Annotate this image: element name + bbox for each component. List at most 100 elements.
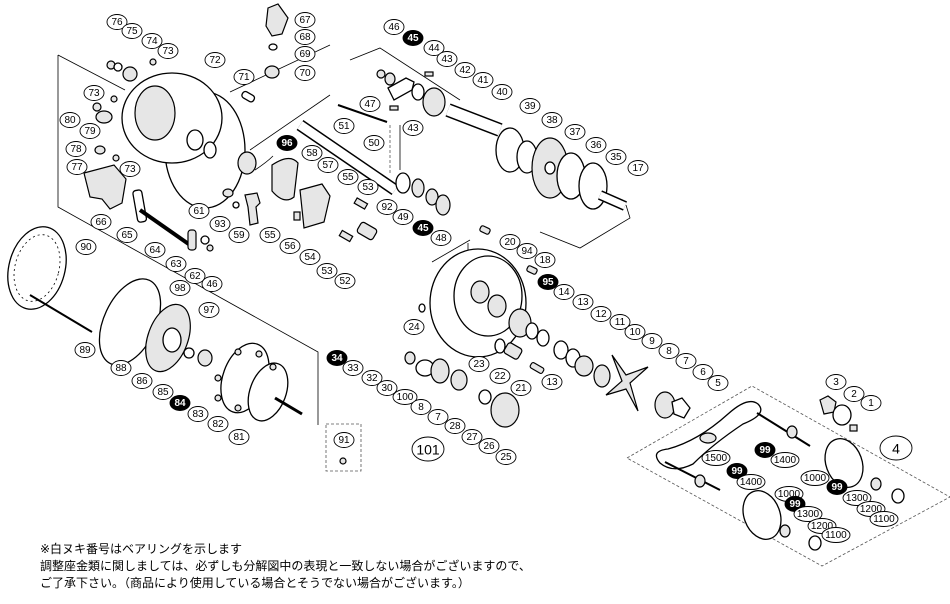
label-oval <box>410 399 432 415</box>
label-number: 28 <box>449 421 461 432</box>
label-number: 35 <box>610 152 622 163</box>
label-oval <box>624 324 646 340</box>
label-number: 99 <box>831 482 843 493</box>
label-number: 70 <box>299 68 311 79</box>
part-label-73: 73 <box>119 161 141 177</box>
label-oval <box>376 199 398 215</box>
label-oval <box>383 19 405 35</box>
clutch-lever-66 <box>83 164 127 210</box>
part-label-17: 17 <box>627 160 649 176</box>
label-number: 1000 <box>804 473 827 484</box>
part-label-37: 37 <box>564 124 586 140</box>
part-label-94: 94 <box>516 243 538 259</box>
part-label-38: 38 <box>541 112 563 128</box>
part-label-81: 81 <box>228 429 250 445</box>
label-number: 13 <box>577 297 589 308</box>
label-number: 34 <box>331 353 343 364</box>
note-shim-disclaimer-2: ご了承下さい。（商品により使用している場合とそうでない場合がございます。） <box>40 576 470 590</box>
label-number: 33 <box>347 363 359 374</box>
part-label-58: 58 <box>301 145 323 161</box>
label-number: 1500 <box>705 453 728 464</box>
label-number: 37 <box>569 127 581 138</box>
label-number: 36 <box>590 140 602 151</box>
label-oval <box>590 306 612 322</box>
label-oval <box>201 276 223 292</box>
label-number: 80 <box>64 115 76 126</box>
part-label-3: 3 <box>825 374 847 390</box>
label-number: 82 <box>212 419 224 430</box>
part-label-55: 55 <box>337 169 359 185</box>
part-label-41: 41 <box>472 72 494 88</box>
part-label-40: 40 <box>491 84 513 100</box>
label-oval <box>436 51 458 67</box>
part-label-47: 47 <box>359 96 381 112</box>
part-label-49: 49 <box>392 209 414 225</box>
part-label-97: 97 <box>198 302 220 318</box>
part-label-75: 75 <box>121 23 143 39</box>
label-number: 93 <box>214 219 226 230</box>
label-oval <box>59 112 81 128</box>
label-number: 79 <box>84 126 96 137</box>
label-number: 71 <box>238 72 250 83</box>
label-oval <box>412 220 434 236</box>
part-label-36: 36 <box>585 137 607 153</box>
label-number: 98 <box>174 283 186 294</box>
label-oval <box>188 203 210 219</box>
label-number: 24 <box>408 322 420 333</box>
label-number: 45 <box>417 223 429 234</box>
label-oval <box>110 360 132 376</box>
label-number: 12 <box>595 309 607 320</box>
label-number: 55 <box>342 172 354 183</box>
label-oval <box>131 373 153 389</box>
part-label-14: 14 <box>553 284 575 300</box>
label-oval <box>825 374 847 390</box>
label-number: 88 <box>115 363 127 374</box>
accessory-box-91 <box>325 423 362 472</box>
part-label-74: 74 <box>141 33 163 49</box>
label-number: 1100 <box>825 530 847 541</box>
label-number: 1200 <box>860 504 883 515</box>
part-label-52: 52 <box>334 273 356 289</box>
label-number: 49 <box>397 212 409 223</box>
label-number: 1400 <box>740 477 763 488</box>
label-number: 1 <box>868 398 874 409</box>
part-label-13: 13 <box>572 294 594 310</box>
part-label-13: 13 <box>541 374 563 390</box>
plate-57 <box>271 157 299 201</box>
label-number: 1400 <box>774 455 797 466</box>
label-oval <box>334 273 356 289</box>
part-label-4: 4 <box>879 435 913 461</box>
bearing-label-99: 99 <box>826 479 848 495</box>
label-oval <box>402 120 424 136</box>
label-oval <box>376 380 398 396</box>
label-oval <box>74 342 96 358</box>
label-number: 62 <box>189 271 201 282</box>
label-number: 77 <box>71 162 83 173</box>
label-number: 57 <box>322 160 334 171</box>
label-number: 1200 <box>811 521 834 532</box>
label-oval <box>843 386 865 402</box>
label-number: 99 <box>789 499 801 510</box>
part-label-22: 22 <box>489 368 511 384</box>
label-number: 85 <box>157 387 169 398</box>
label-number: 1300 <box>846 493 869 504</box>
label-oval <box>641 333 663 349</box>
label-oval <box>363 135 385 151</box>
screw-91 <box>339 457 347 465</box>
label-number: 58 <box>306 148 318 159</box>
label-number: 51 <box>338 121 350 132</box>
part-label-73: 73 <box>157 43 179 59</box>
label-oval <box>75 239 97 255</box>
part-label-23: 23 <box>468 356 490 372</box>
part-label-53: 53 <box>316 263 338 279</box>
label-number: 45 <box>407 33 419 44</box>
part-label-73: 73 <box>83 85 105 101</box>
part-label-54: 54 <box>299 249 321 265</box>
label-number: 18 <box>539 255 551 266</box>
handle-assembly <box>655 395 905 551</box>
label-oval <box>169 395 191 411</box>
label-oval <box>119 161 141 177</box>
label-oval <box>165 256 187 272</box>
label-number: 101 <box>416 442 440 458</box>
